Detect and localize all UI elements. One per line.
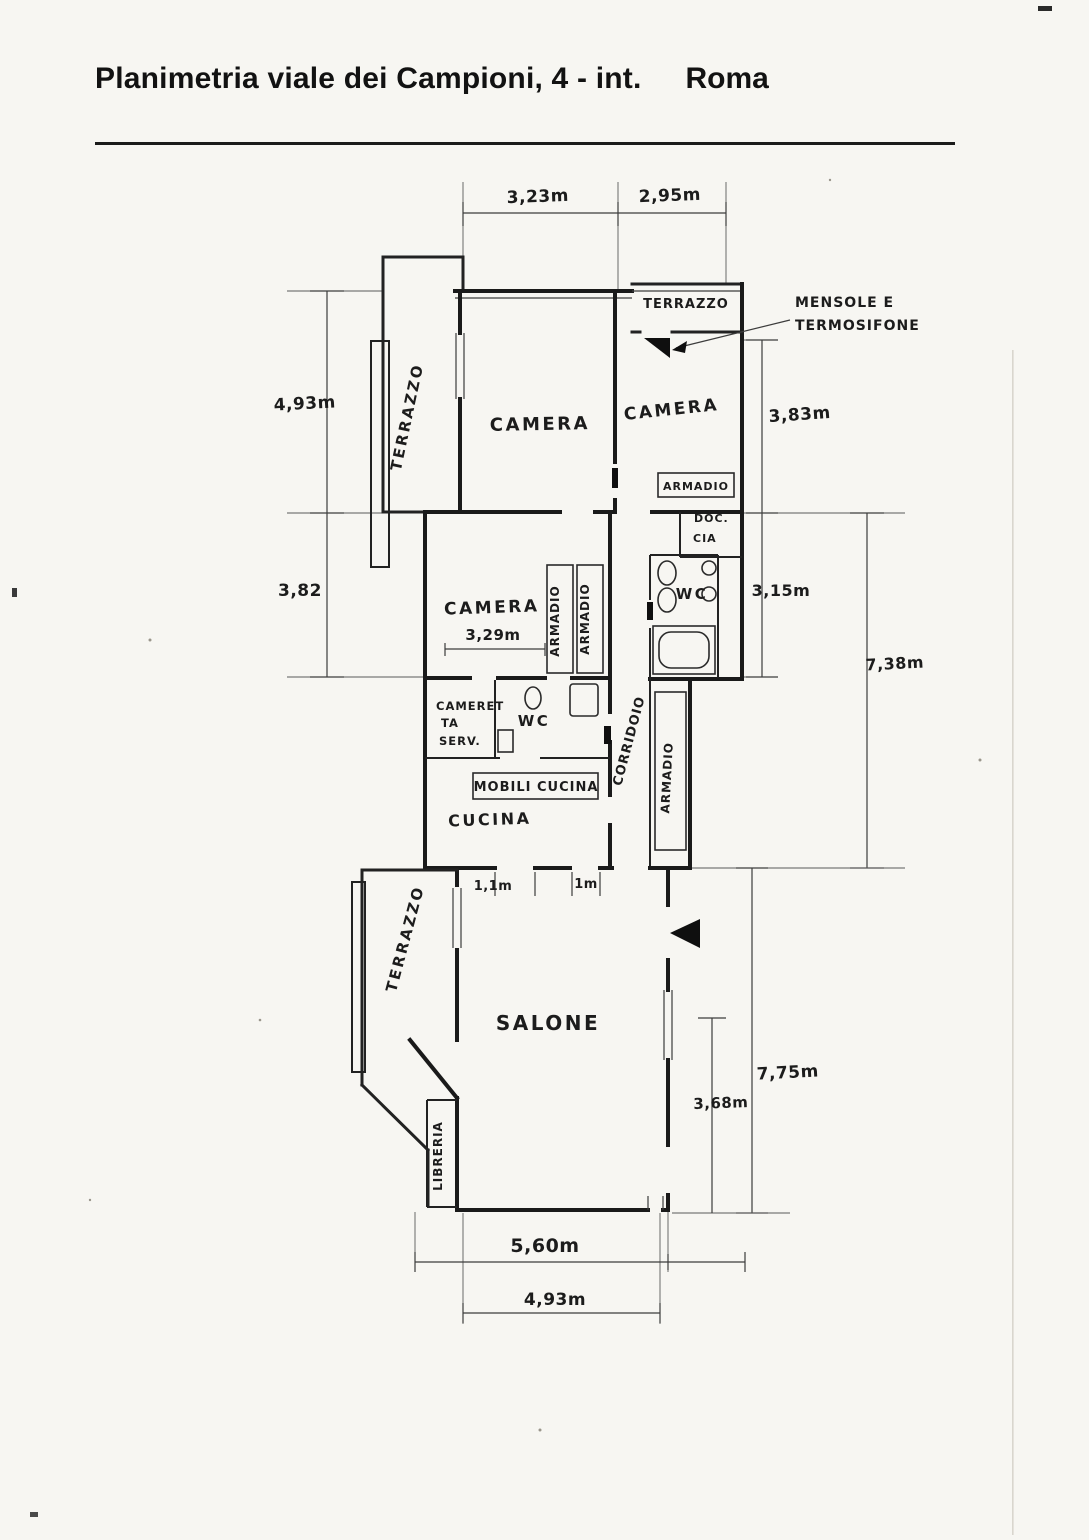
room-label-terrazzo-top: TERRAZZO <box>643 297 729 312</box>
dim-top-right: 2,95m <box>638 185 701 207</box>
dim-cucina-opening-right: 1m <box>574 877 598 892</box>
bathtub <box>652 625 716 675</box>
page-title: Planimetria viale dei Campioni, 4 - int.… <box>95 62 769 96</box>
entrance-arrow-icon <box>670 919 700 948</box>
room-label-wc-service: WC <box>518 712 551 730</box>
wall-lines <box>351 255 744 1212</box>
dim-right-total: 7,38m <box>865 652 925 674</box>
label-armadio-box: ARMADIO <box>663 480 729 493</box>
dim-top-left: 3,23m <box>506 186 569 208</box>
bidet-main <box>657 560 677 586</box>
dim-right-middle: 3,15m <box>752 581 811 600</box>
armadio-corridoio-box <box>654 691 687 851</box>
annotation-leader-line <box>675 319 791 349</box>
room-label-cucina: CUCINA <box>448 809 532 831</box>
label-cameretta-3: SERV. <box>439 734 481 748</box>
annotation-mensole-line1: MENSOLE E <box>795 295 894 311</box>
dim-cucina-opening-left: 1,1m <box>474 879 513 894</box>
sink-main-2 <box>701 586 717 602</box>
scan-artifacts <box>12 6 1052 1535</box>
label-armadio-2: ARMADIO <box>578 583 592 654</box>
room-label-libreria: LIBRERIA <box>431 1121 445 1191</box>
door-leaf-camera <box>612 468 618 488</box>
dim-salone-inner: 3,68m <box>693 1093 749 1113</box>
dimension-lines <box>287 182 905 1324</box>
plan-labels: TERRAZZO CAMERA CAMERA TERRAZZO CAMERA W… <box>273 185 924 1310</box>
label-cameretta-1: CAMERET <box>436 699 504 713</box>
armadio-1-box <box>546 564 574 674</box>
mobili-cucina-box <box>472 772 599 800</box>
label-cameretta-2: TA <box>441 716 459 730</box>
door-marks <box>604 319 791 948</box>
page-title-city: Roma <box>685 62 769 95</box>
annotation-arrowhead-icon <box>672 341 687 353</box>
armadio-2-box <box>576 564 604 674</box>
toilet-main <box>657 587 677 613</box>
label-doccia-1: DOC. <box>694 512 729 525</box>
room-label-terrazzo-upper-left: TERRAZZO <box>387 361 427 472</box>
door-leaf-wc <box>647 602 653 620</box>
page-title-text: Planimetria viale dei Campioni, 4 - int. <box>95 62 642 95</box>
dim-camera-middle-width: 3,29m <box>465 626 520 644</box>
label-armadio-1: ARMADIO <box>548 585 562 656</box>
radiator-mark <box>644 338 670 358</box>
dim-left-upper: 4,93m <box>273 392 336 415</box>
room-label-corridoio: CORRIDOIO <box>610 695 648 788</box>
room-label-camera-top-left: CAMERA <box>490 413 590 436</box>
label-mobili-cucina: MOBILI CUCINA <box>474 780 599 795</box>
armadio-small-box <box>657 472 735 498</box>
room-label-camera-top-right: CAMERA <box>623 395 720 425</box>
room-label-terrazzo-lower-left: TERRAZZO <box>382 883 428 994</box>
terrace-railing-upper <box>370 340 390 568</box>
door-leaf-corridor <box>604 726 611 744</box>
toilet-service <box>524 686 542 710</box>
label-doccia-2: CIA <box>693 532 717 545</box>
annotation-mensole-line2: TERMOSIFONE <box>795 318 920 334</box>
sink-service <box>497 729 514 753</box>
room-label-wc-main: WC <box>676 585 709 603</box>
bathroom-fixtures <box>497 560 717 753</box>
terrace-railing-lower <box>351 881 366 1073</box>
dim-bottom-outer: 5,60m <box>510 1235 579 1257</box>
label-armadio-corridoio: ARMADIO <box>658 742 676 814</box>
room-label-salone: SALONE <box>496 1011 600 1035</box>
room-label-camera-middle: CAMERA <box>444 596 540 619</box>
dim-right-upper: 3,83m <box>768 403 831 427</box>
closet-boxes <box>472 472 735 851</box>
dim-bottom-inner: 4,93m <box>524 1290 586 1310</box>
dim-right-lower: 7,75m <box>756 1061 819 1084</box>
sink-main-1 <box>701 560 717 576</box>
bathtub-inner <box>658 631 710 669</box>
title-underline <box>95 142 955 145</box>
shower-service <box>569 683 599 717</box>
dim-left-middle: 3,82 <box>278 581 322 601</box>
